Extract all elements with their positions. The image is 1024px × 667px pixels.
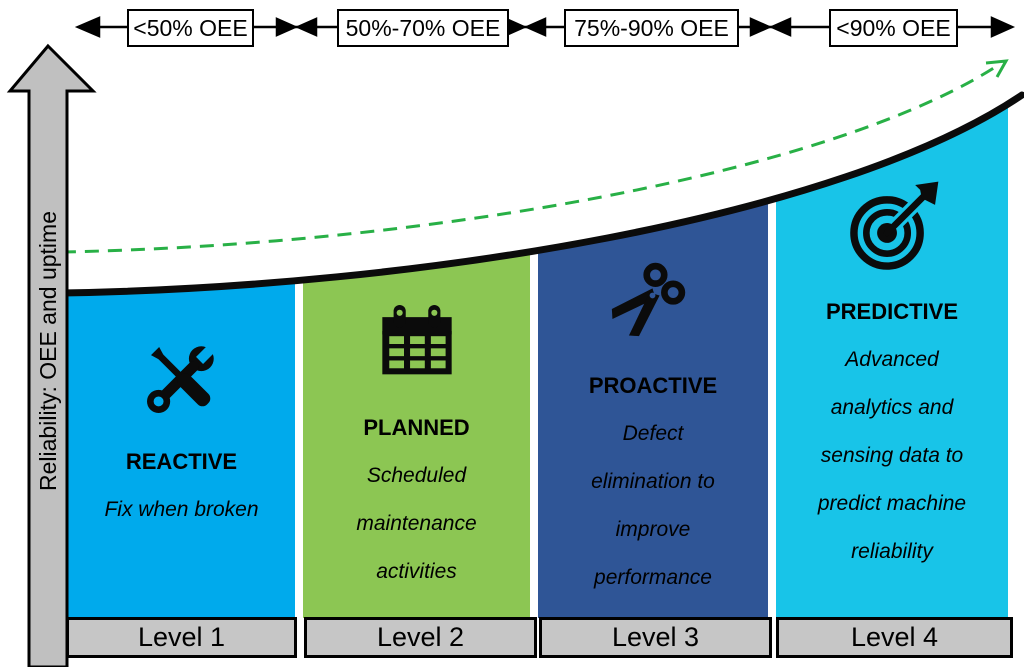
improvement-trend-arrow xyxy=(61,62,1001,254)
level-tab-4: Level 4 xyxy=(776,617,1013,658)
column-reactive: REACTIVE Fix when broken xyxy=(68,330,295,534)
column-description: Fix when broken xyxy=(104,498,259,522)
column-title: REACTIVE xyxy=(125,449,238,474)
level-tab-1: Level 1 xyxy=(66,617,297,658)
column-title: PREDICTIVE xyxy=(825,299,959,324)
reliability-axis-arrow xyxy=(6,43,97,667)
scissors-icon xyxy=(611,262,686,337)
reliability-axis-label: Reliability: OEE and uptime xyxy=(35,211,61,491)
level-tab-3: Level 3 xyxy=(539,617,772,658)
scale-arrowhead xyxy=(749,17,773,37)
calendar-icon xyxy=(381,305,452,375)
trend-arrowhead xyxy=(985,59,1009,78)
column-predictive: PREDICTIVE Advanced analytics and sensin… xyxy=(776,180,1008,576)
reliability-curve xyxy=(58,91,1024,297)
target-icon xyxy=(850,180,940,270)
column-description: Defect elimination to improve performanc… xyxy=(591,422,715,590)
scale-arrowhead xyxy=(275,17,299,37)
scale-arrowhead xyxy=(523,17,547,37)
oee-range-box-4: <90% OEE xyxy=(829,9,958,47)
scale-arrowhead-left xyxy=(74,16,101,38)
scale-arrowhead xyxy=(294,17,318,37)
oee-range-box-3: 75%-90% OEE xyxy=(564,9,739,47)
oee-range-box-2: 50%-70% OEE xyxy=(337,9,509,47)
level-tab-2: Level 2 xyxy=(304,617,537,658)
column-description: Advanced analytics and sensing data to p… xyxy=(817,348,967,564)
oee-range-box-1: <50% OEE xyxy=(127,9,254,47)
scale-arrowhead-right xyxy=(990,16,1016,38)
column-planned: PLANNED Scheduled maintenance activities xyxy=(303,296,530,596)
column-title: PROACTIVE xyxy=(588,373,718,398)
column-title: PLANNED xyxy=(363,415,470,440)
tools-icon xyxy=(146,342,217,413)
column-proactive: PROACTIVE Defect elimination to improve … xyxy=(538,250,768,602)
column-description: Scheduled maintenance activities xyxy=(356,464,477,584)
scale-arrowhead xyxy=(768,17,792,37)
